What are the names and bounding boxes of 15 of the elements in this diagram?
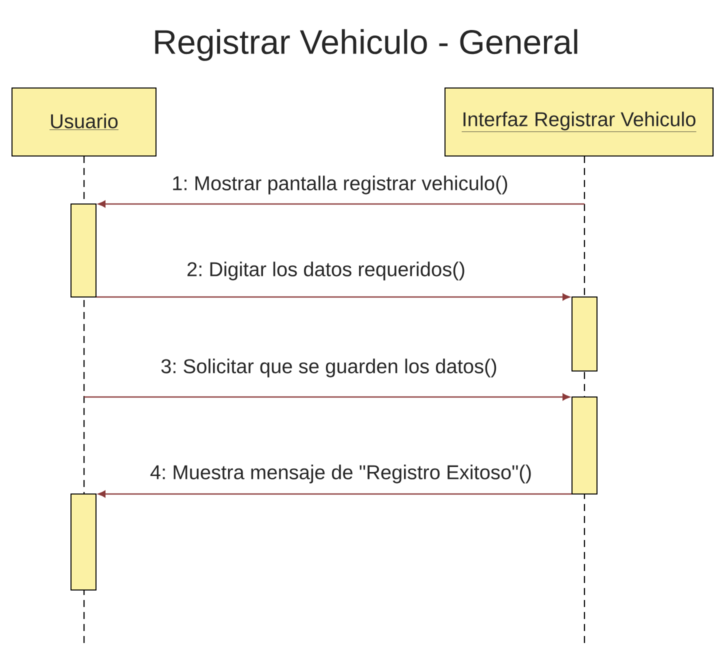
message-label: 3: Solicitar que se guarden los datos() bbox=[161, 358, 496, 378]
message-label: 2: Digitar los datos requeridos() bbox=[188, 262, 464, 280]
message-arrow bbox=[98, 200, 584, 208]
activation-bar bbox=[70, 204, 96, 298]
activation-bar bbox=[70, 494, 96, 590]
message-arrow bbox=[98, 490, 572, 498]
activation-bar bbox=[572, 396, 598, 494]
message-label: 4: Muestra mensaje de "Registro Exitoso"() bbox=[150, 464, 531, 484]
title: Registrar Vehiculo - General bbox=[155, 29, 578, 61]
lifeline-header-box: Usuario bbox=[12, 88, 156, 156]
message-arrow bbox=[96, 294, 570, 300]
message-label: 1: Mostrar pantalla registrar vehiculo() bbox=[173, 176, 508, 194]
activation-bar bbox=[572, 296, 598, 372]
message-arrow bbox=[84, 394, 570, 400]
lifeline-header-box: Interfaz Registrar Vehiculo bbox=[444, 88, 714, 156]
